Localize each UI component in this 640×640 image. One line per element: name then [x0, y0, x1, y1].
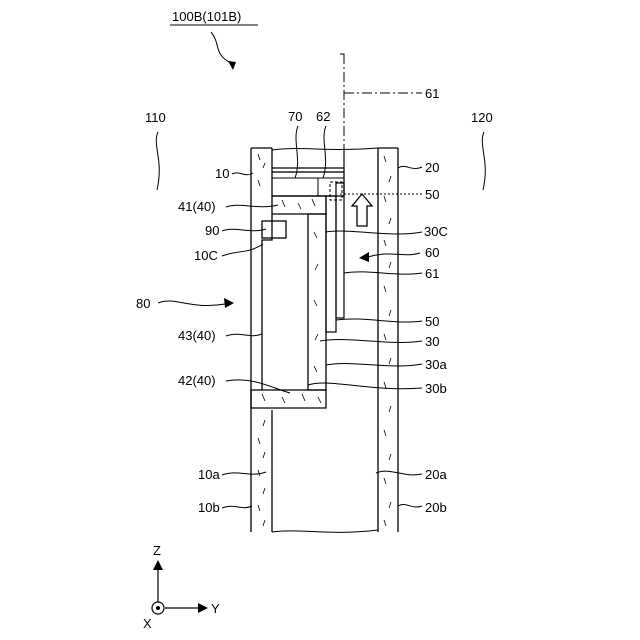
bottom-cut-line [272, 530, 378, 532]
label-70: 70 [288, 109, 302, 124]
label-10: 10 [215, 166, 229, 181]
leader-10 [232, 173, 253, 175]
label-30C: 30C [424, 224, 448, 239]
label-61: 61 [425, 266, 439, 281]
leader-10b [222, 506, 252, 508]
label-80: 80 [136, 296, 150, 311]
axis-label-y: Y [211, 601, 220, 616]
label-90: 90 [205, 223, 219, 238]
label-62: 62 [316, 109, 330, 124]
region-120-leader [482, 132, 485, 190]
label-10b: 10b [198, 500, 220, 515]
right-substrate-20 [378, 148, 398, 532]
leader-50 [336, 319, 422, 322]
pull-up-arrow-icon [352, 194, 372, 226]
leader-42 [226, 380, 290, 393]
label-20b: 20b [425, 500, 447, 515]
leader-61 [344, 272, 422, 274]
leader-41 [226, 205, 278, 207]
leader-30C [326, 231, 422, 234]
leader-10C [222, 244, 263, 256]
leader-70 [295, 126, 298, 178]
edge-10C [262, 214, 272, 390]
label-10a: 10a [198, 467, 220, 482]
member-30-hatch [314, 232, 318, 372]
region-60-arrow [359, 252, 420, 262]
y-arrowhead-icon [198, 603, 208, 613]
region-label-110: 110 [145, 110, 166, 125]
leader-20a [376, 471, 422, 475]
label-41: 41(40) [178, 199, 216, 214]
region-110-leader [156, 132, 159, 190]
label-30a: 30a [425, 357, 447, 372]
leader-20b [398, 504, 422, 507]
seal-42-hatch [262, 394, 321, 403]
z-arrowhead-icon [153, 560, 163, 570]
region-label-120: 120 [471, 110, 493, 125]
member-30 [308, 214, 326, 390]
leader-30a [326, 364, 422, 366]
label-20a: 20a [425, 467, 447, 482]
label-10C: 10C [194, 248, 218, 263]
label-50-top: 50 [425, 187, 439, 202]
label-50: 50 [425, 314, 439, 329]
seal-41-hatch [282, 199, 315, 209]
leader-20 [398, 166, 422, 168]
axis-label-z: Z [153, 543, 161, 558]
region-80-arrow [158, 298, 234, 308]
axis-label-x: X [143, 616, 152, 631]
label-30b: 30b [425, 381, 447, 396]
label-42: 42(40) [178, 373, 216, 388]
right-substrate-hatch [384, 156, 391, 526]
film-61 [336, 183, 344, 318]
title-leader-arrow [211, 32, 236, 70]
label-43: 43(40) [178, 328, 216, 343]
leader-90 [222, 229, 266, 231]
label-30: 30 [425, 334, 439, 349]
leader-30b [308, 383, 422, 389]
bonding-50 [326, 196, 336, 332]
leader-62 [323, 126, 326, 178]
leader-30 [320, 340, 422, 343]
label-20: 20 [425, 160, 439, 175]
label-61-top: 61 [425, 86, 439, 101]
figure-title: 100B(101B) [172, 9, 241, 24]
label-60: 60 [425, 245, 439, 260]
coordinate-axes [152, 560, 208, 614]
part-70 [272, 172, 344, 196]
leader-43 [226, 334, 262, 336]
film-61-centerline-cap [340, 54, 344, 58]
